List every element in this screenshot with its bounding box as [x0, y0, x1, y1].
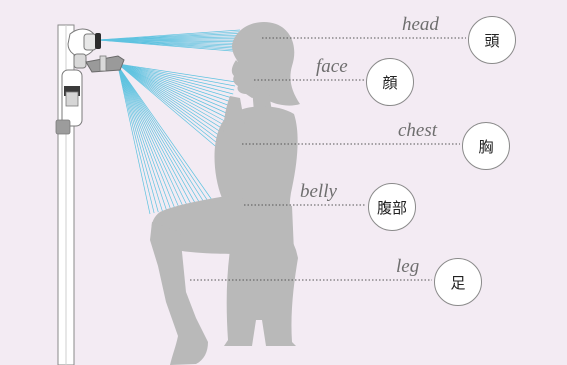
spray-line: [117, 65, 200, 203]
leader-lines: [190, 37, 466, 281]
spray-line: [117, 65, 167, 211]
spray-line: [97, 39, 245, 53]
spray-line: [117, 63, 232, 103]
shower-head-icon: [55, 28, 125, 135]
person-silhouette: [150, 22, 300, 365]
spray-line: [117, 65, 188, 206]
label-face-en: face: [316, 56, 348, 77]
spray-line: [117, 65, 205, 203]
label-leg-jp: 足: [434, 258, 482, 306]
spray-line: [117, 63, 233, 99]
spray-line: [117, 63, 226, 127]
spray-line: [117, 63, 234, 95]
spray-line: [117, 63, 231, 107]
label-face-jp: 顔: [366, 58, 414, 106]
spray-line: [117, 63, 225, 131]
label-head-en: head: [402, 14, 439, 35]
spray-line: [117, 65, 180, 208]
spray-line: [117, 65, 151, 215]
spray-line: [117, 65, 213, 201]
spray-line: [117, 65, 192, 205]
spray-line: [117, 65, 176, 209]
spray-line: [117, 65, 196, 204]
spray-line: [117, 65, 184, 207]
spray-line: [117, 65, 171, 210]
spray-line: [117, 63, 237, 83]
spray-line: [117, 63, 223, 143]
spray-line: [117, 63, 229, 115]
spray-line: [117, 63, 224, 139]
spray-line: [117, 63, 227, 123]
spray-line: [117, 63, 228, 119]
spray-line: [117, 63, 221, 151]
spray-line: [117, 65, 163, 212]
spray-line: [117, 65, 159, 213]
label-head-jp: 頭: [468, 16, 516, 64]
label-chest-jp: 胸: [462, 122, 510, 170]
spray-line: [117, 65, 209, 202]
spray-line: [117, 65, 155, 214]
label-chest-en: chest: [398, 120, 438, 141]
spray-line: [117, 63, 236, 87]
label-belly-en: belly: [300, 181, 337, 202]
spray-line: [117, 63, 224, 135]
spray-line: [117, 63, 235, 91]
label-belly-jp: 腹部: [368, 183, 416, 231]
spray-line: [117, 63, 222, 147]
label-leg-en: leg: [396, 256, 420, 277]
water-spray: [97, 29, 245, 215]
spray-line: [117, 63, 230, 111]
